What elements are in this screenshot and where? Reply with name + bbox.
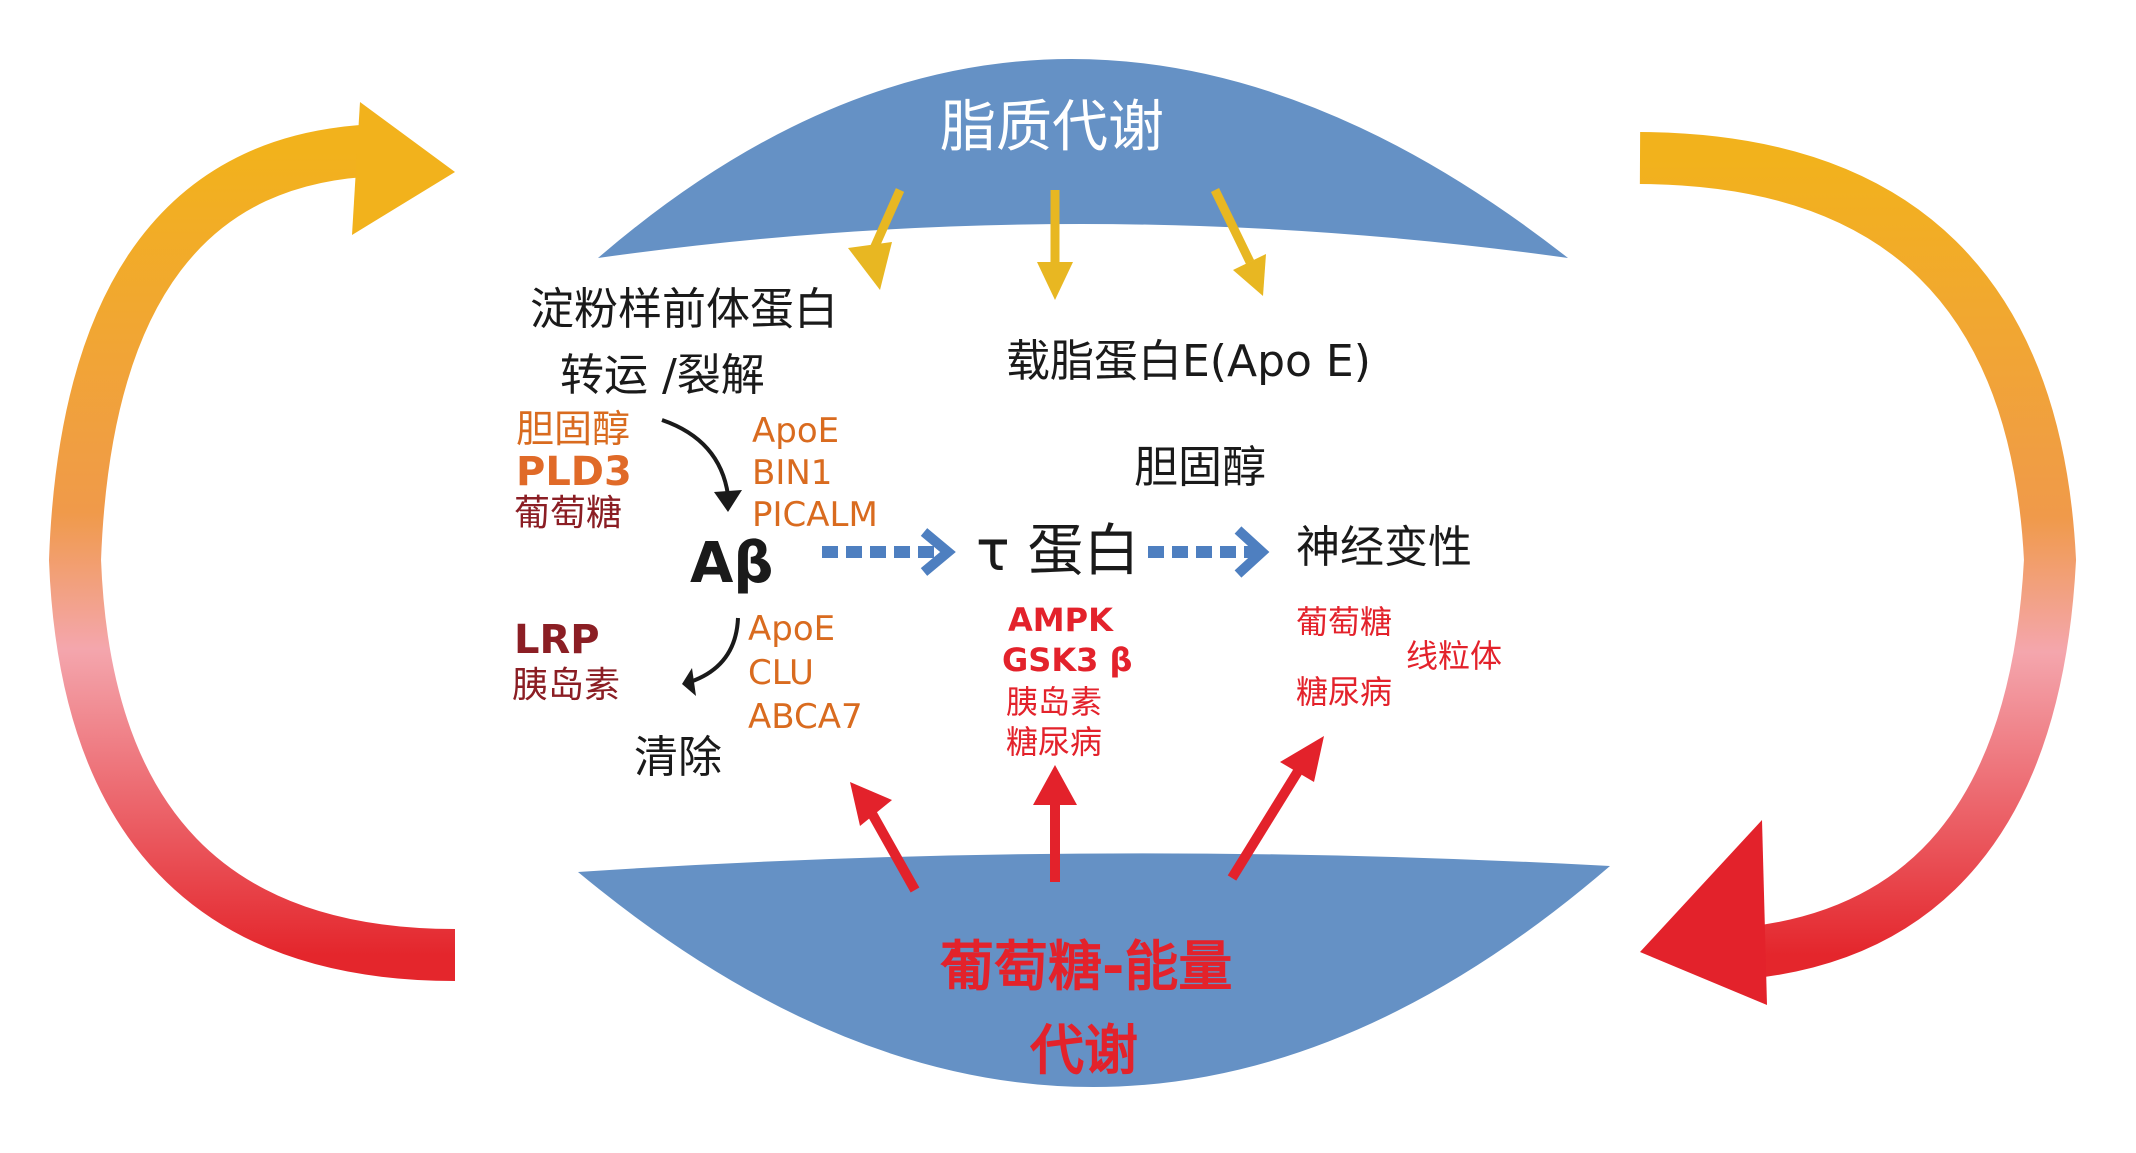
app-factor-pld3: PLD3	[516, 449, 632, 495]
glucose-arrows	[850, 736, 1324, 893]
neuro-factor-mitochondria: 线粒体	[1406, 637, 1503, 675]
neurodegeneration-label: 神经变性	[1296, 522, 1472, 573]
clearance-label: 清除	[634, 732, 722, 783]
tau-factor-diabetes: 糖尿病	[1006, 723, 1103, 761]
app-title-line1: 淀粉样前体蛋白	[530, 284, 838, 335]
tau-factor-insulin: 胰岛素	[1006, 683, 1103, 721]
left-cycle-arrowhead	[352, 102, 455, 235]
abeta-label: Aβ	[690, 531, 774, 596]
app-title-line2: 转运 /裂解	[560, 350, 765, 401]
app-to-abeta-arrow	[661, 418, 730, 496]
app-to-abeta-arrowhead	[714, 490, 742, 512]
clearance-factor-lrp: LRP	[514, 617, 600, 663]
cholesterol-label: 胆固醇	[1134, 442, 1266, 493]
lipid-arrows	[848, 188, 1266, 300]
right-cycle-arrow	[1639, 132, 2077, 981]
tau-factor-ampk: AMPK	[1008, 601, 1113, 639]
neuro-factor-glucose: 葡萄糖	[1296, 603, 1393, 641]
lipid-metabolism-title: 脂质代谢	[940, 95, 1164, 160]
clearance-factor-abca7: ABCA7	[748, 697, 863, 737]
metabolism-title: 代谢	[1030, 1019, 1138, 1082]
right-cycle-arrowhead	[1640, 820, 1767, 1005]
app-factor-bin1: BIN1	[752, 453, 833, 493]
app-factor-apoe: ApoE	[752, 411, 840, 451]
app-factor-glucose: 葡萄糖	[514, 493, 623, 534]
dotted-arrow-1	[822, 528, 956, 576]
abeta-to-clearance-arrowhead	[682, 668, 696, 696]
dotted-arrow-2	[1148, 526, 1270, 578]
tau-factor-gsk3b: GSK3 β	[1002, 641, 1133, 679]
neuro-factor-diabetes: 糖尿病	[1296, 673, 1393, 711]
glucose-metabolism-cap	[578, 853, 1610, 1088]
clearance-factor-clu: CLU	[748, 653, 814, 693]
abeta-to-clearance-arrow	[689, 617, 740, 684]
glucose-energy-title: 葡萄糖-能量	[940, 935, 1233, 998]
tau-label: τ 蛋白	[976, 519, 1140, 584]
left-cycle-arrow	[48, 124, 456, 981]
clearance-factor-insulin: 胰岛素	[512, 665, 621, 706]
lipid-metabolism-cap	[598, 59, 1568, 258]
app-factor-cholesterol: 胆固醇	[516, 407, 631, 451]
clearance-factor-apoe: ApoE	[748, 609, 836, 649]
app-factor-picalm: PICALM	[752, 495, 878, 535]
apoe-label: 载脂蛋白E(Apo E)	[1006, 336, 1371, 387]
